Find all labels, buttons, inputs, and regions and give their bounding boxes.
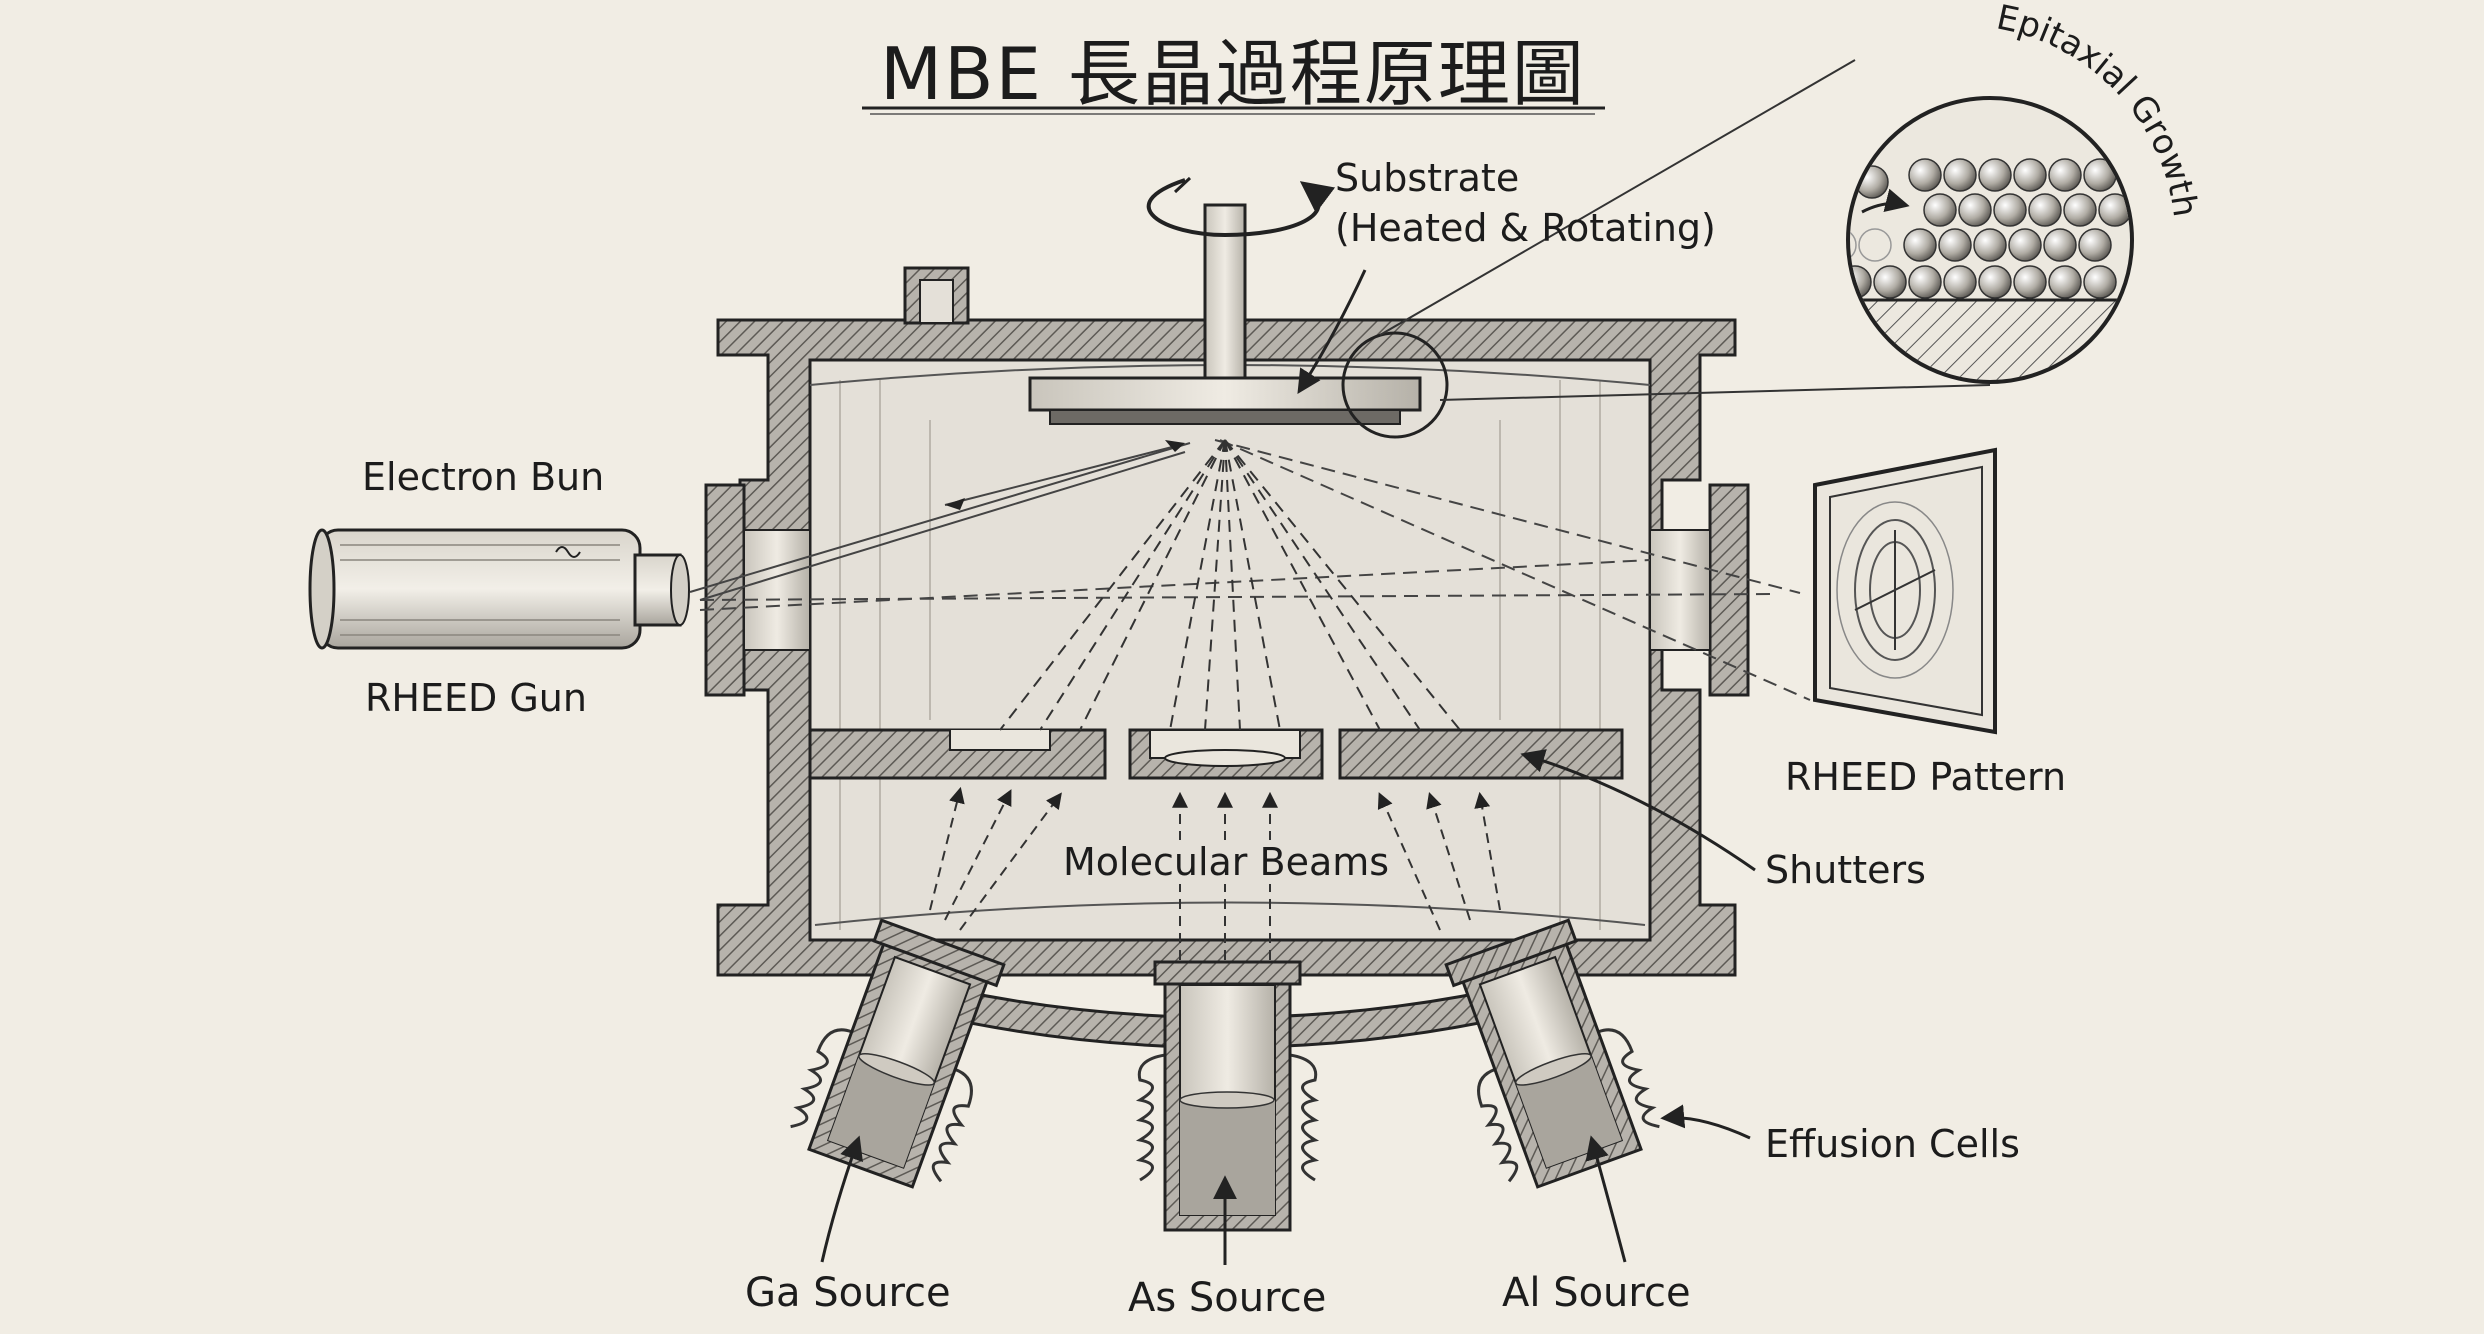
- atom-layer-top: [1908, 158, 2117, 192]
- shutters-pointer: [1520, 749, 1756, 872]
- epitaxial-growth-label-wrap: Epitaxial Growth: [1993, 0, 2205, 219]
- as-source-label: As Source: [1128, 1275, 1327, 1321]
- substrate-holder: [1028, 376, 1422, 412]
- substrate-wafer: [1049, 409, 1401, 425]
- substrate-label: Substrate (Heated & Rotating): [1335, 153, 1716, 253]
- substrate-pointer: [1297, 269, 1367, 395]
- atom-layer-upper: [1923, 193, 2130, 227]
- as-effusion-cell: [1135, 960, 1320, 1232]
- left-flange: [704, 483, 746, 697]
- electron-beam: [689, 439, 1811, 701]
- shutters-group: [808, 728, 1624, 780]
- substrate-label-line2: (Heated & Rotating): [1335, 206, 1716, 250]
- magnify-circle-small: [1341, 331, 1449, 439]
- al-effusion-cell: [1444, 918, 1660, 1189]
- shutter-right: [1338, 728, 1624, 780]
- ga-source-pointer: [820, 1135, 863, 1263]
- page-title: MBE 長晶過程原理圖: [880, 32, 1586, 116]
- rheed-pattern-label: RHEED Pattern: [1785, 755, 2067, 799]
- ga-source-label: Ga Source: [745, 1270, 951, 1316]
- rheed-screen: [1813, 447, 1997, 735]
- epitaxial-growth-view: [1846, 96, 2134, 384]
- effusion-cells-label: Effusion Cells: [1765, 1122, 2020, 1166]
- atom-layer-bottom: [1850, 265, 2117, 299]
- substrate-shaft: [1203, 203, 1247, 382]
- effusion-cells-pointer: [1660, 1104, 1751, 1140]
- beam-arrows-lower: [929, 786, 1501, 960]
- rotation-arrow: [1146, 178, 1336, 238]
- substrate-label-line1: Substrate: [1335, 156, 1520, 200]
- rheed-gun-label: RHEED Gun: [365, 676, 587, 720]
- al-source-pointer: [1585, 1135, 1627, 1263]
- shutters-label: Shutters: [1765, 848, 1926, 892]
- electron-gun-label: Electron Bun: [362, 455, 605, 499]
- atom-layer-middle: [1850, 228, 2112, 262]
- svg-text:Epitaxial Growth: Epitaxial Growth: [1993, 0, 2205, 219]
- molecular-beams-label: Molecular Beams: [1057, 840, 1396, 884]
- rheed-gun: [308, 528, 690, 650]
- chamber-texture: [839, 380, 1601, 930]
- epitaxial-growth-label: Epitaxial Growth: [1993, 0, 2205, 219]
- al-source-label: Al Source: [1502, 1270, 1691, 1316]
- molecular-beams: [999, 439, 1461, 731]
